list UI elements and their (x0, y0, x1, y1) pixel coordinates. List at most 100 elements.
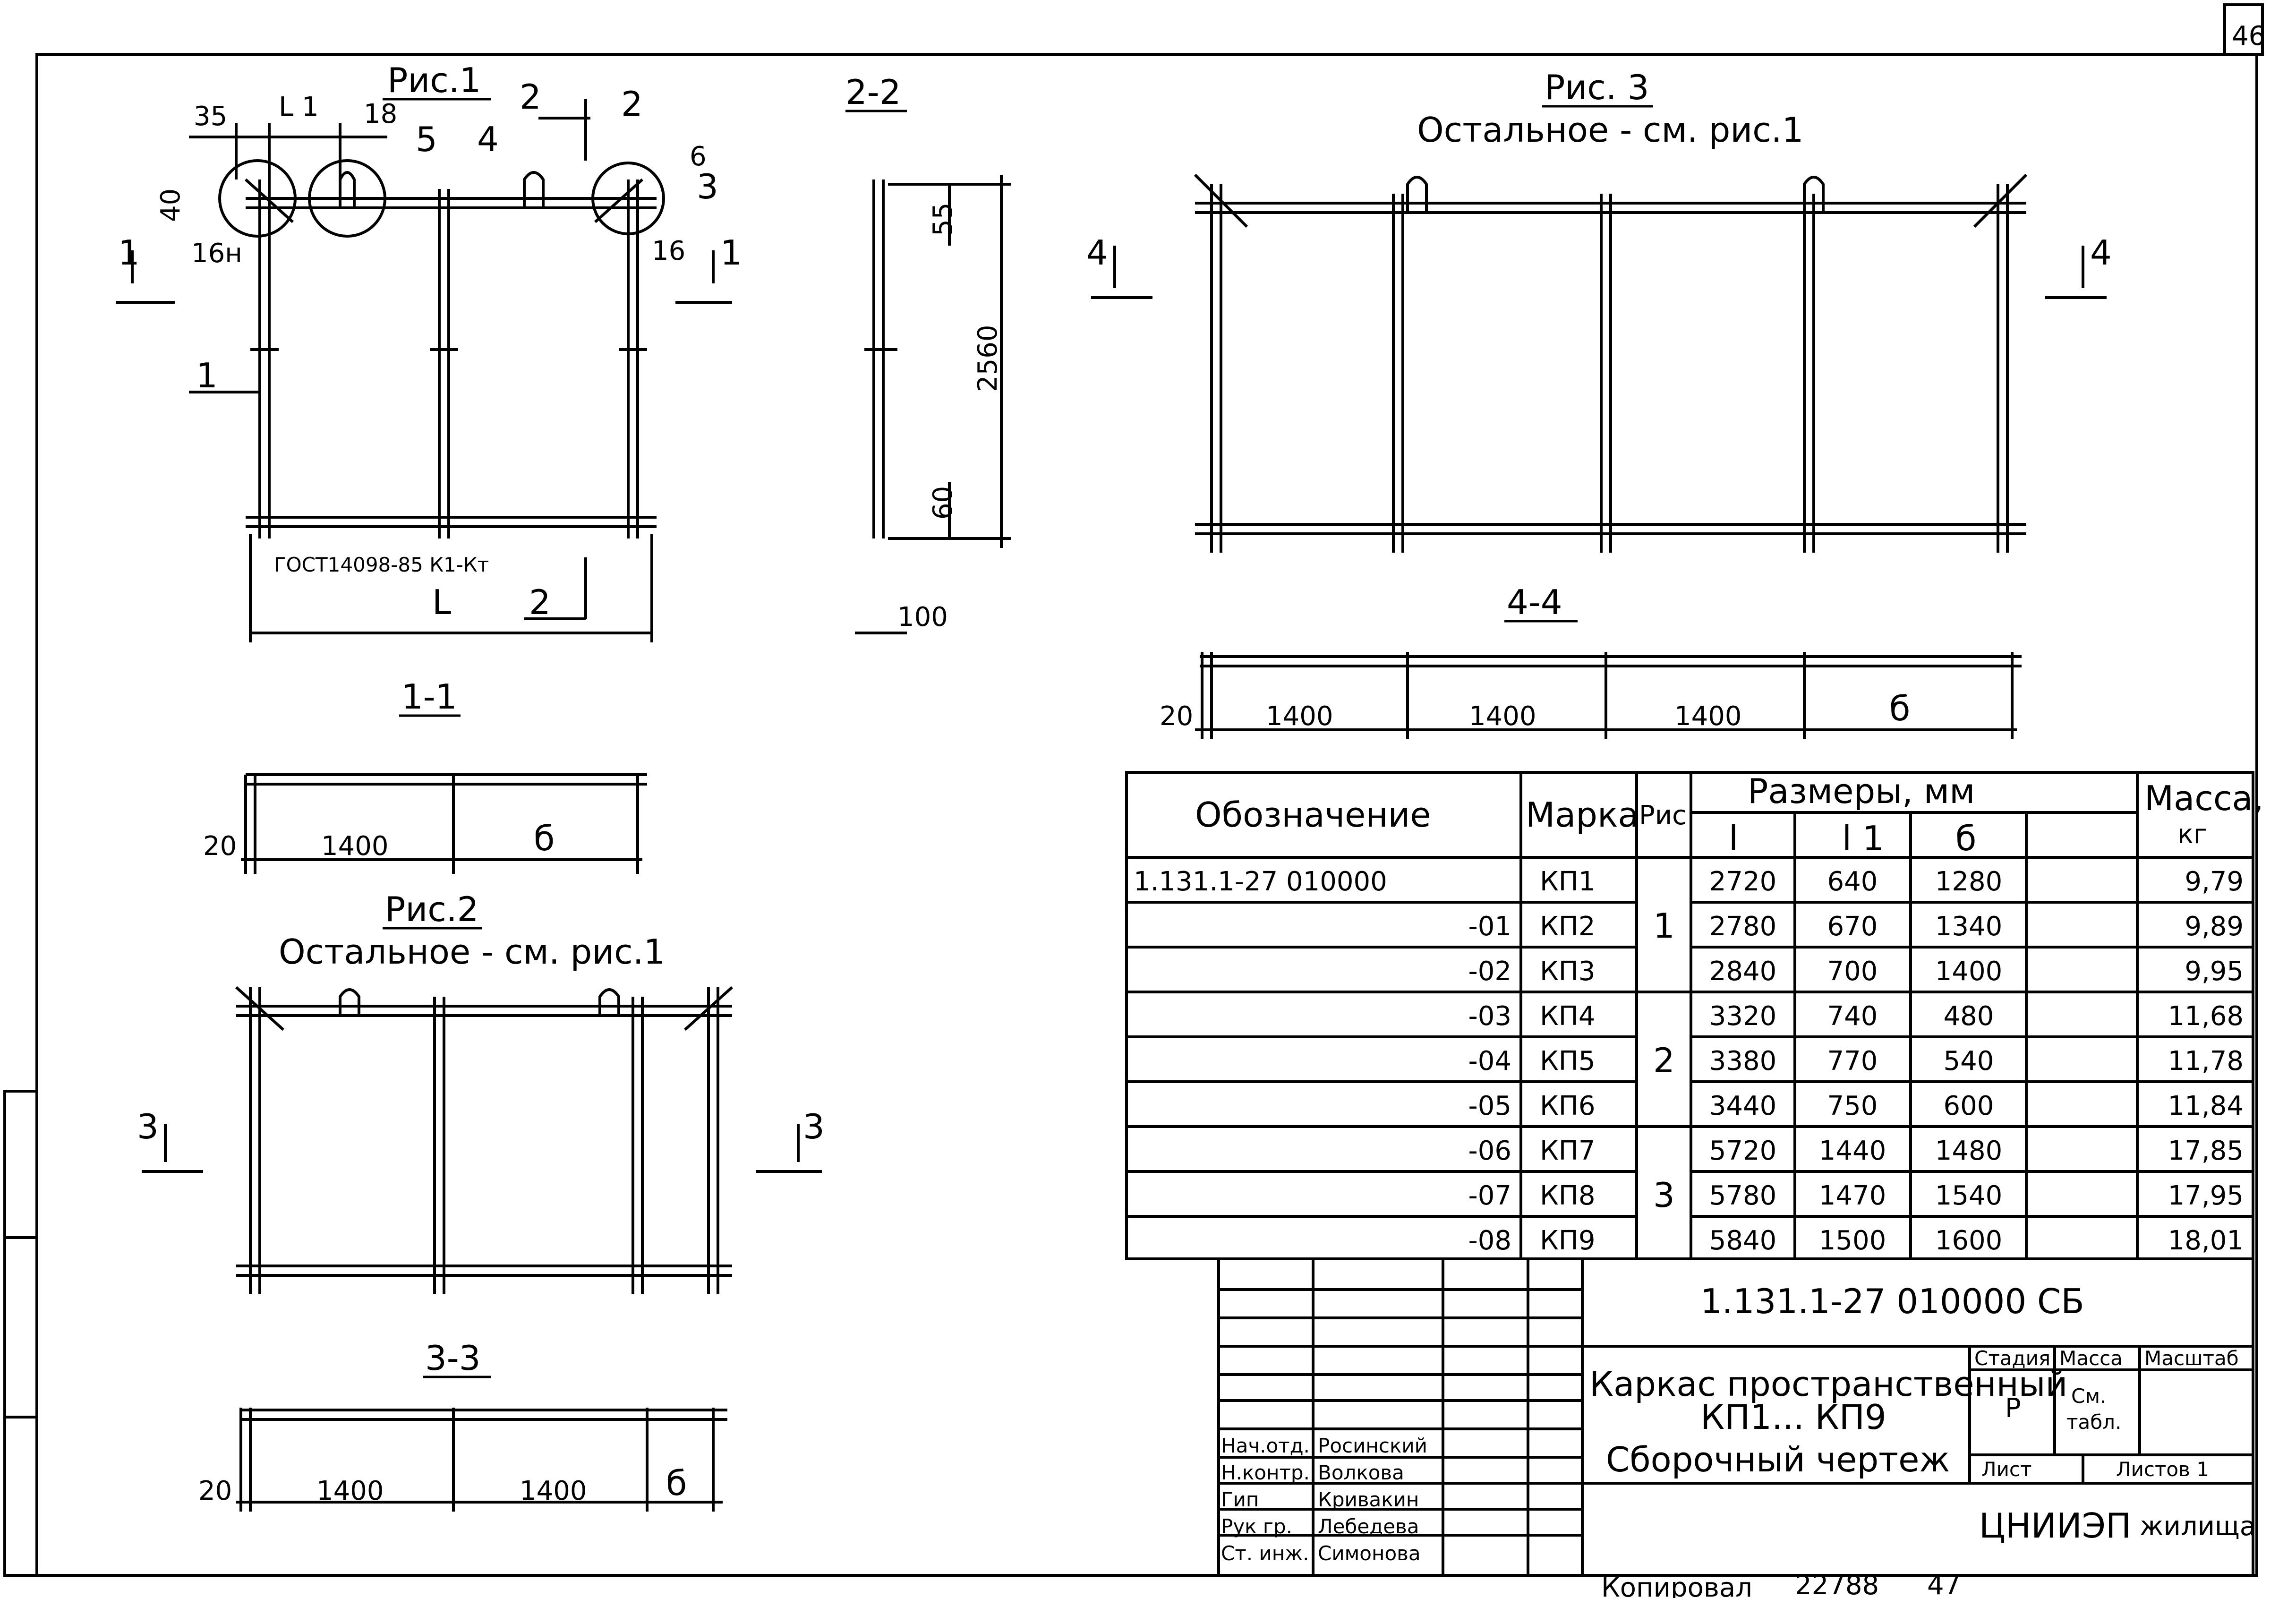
row-b: 540 (1944, 1046, 1994, 1077)
sec44-d1400a: 1400 (1266, 701, 1333, 732)
role-name: Симонова (1318, 1542, 1421, 1565)
dim-55: 55 (928, 203, 958, 236)
dim-40: 40 (155, 188, 186, 222)
row-mass: 17,85 (2168, 1136, 2244, 1166)
row-l1: 640 (1827, 866, 1878, 897)
fig-group-1: 1 (1653, 906, 1675, 946)
row-designation: -01 (1468, 911, 1511, 942)
sheet-header: Лист (1981, 1458, 2031, 1481)
dim-l1: L 1 (279, 92, 319, 122)
fig3: Рис. 3 Остальное - см. рис.1 (1086, 68, 2112, 553)
row-l: 2840 (1709, 956, 1777, 987)
section-3-3: 3-3 20 1400 1400 б (198, 1338, 727, 1512)
weld-16n: 16н (191, 238, 242, 269)
dim-18: 18 (364, 99, 397, 129)
row-designation: -02 (1468, 956, 1511, 987)
th-sizes: Размеры, мм (1748, 771, 1975, 811)
row-designation: -08 (1468, 1225, 1511, 1256)
org-name-2: жилища (2140, 1511, 2256, 1542)
weld-16: 16 (652, 236, 685, 266)
row-mark: КП9 (1540, 1225, 1596, 1256)
mass-value-1: См. (2071, 1384, 2106, 1408)
section-2-2: 2-2 55 2560 60 100 (845, 72, 1011, 634)
th-mass-unit: кг (2177, 819, 2207, 850)
sec22-title: 2-2 (845, 72, 901, 112)
role-name: Кривакин (1318, 1488, 1419, 1511)
row-l1: 1500 (1819, 1225, 1886, 1256)
mass-header: Масса (2059, 1347, 2123, 1370)
doc-code: 1.131.1-27 010000 СБ (1700, 1282, 2084, 1321)
row-mark: КП3 (1540, 956, 1596, 987)
section-3-right: 3 (803, 1107, 825, 1146)
dim-35: 35 (194, 101, 227, 132)
row-b: 480 (1944, 1001, 1994, 1032)
footer-copied: Копировал (1601, 1572, 1752, 1598)
binding-strip (3, 1090, 38, 1577)
row-mark: КП8 (1540, 1180, 1596, 1211)
row-l: 3320 (1709, 1001, 1777, 1032)
th-mark: Марка (1526, 795, 1639, 835)
mass-value-2: табл. (2066, 1410, 2121, 1434)
sheet-number-box (2223, 3, 2264, 56)
section-2-bottom: 2 (529, 582, 551, 622)
row-l1: 700 (1827, 956, 1878, 987)
pos-6: 6 (690, 141, 707, 172)
row-designation: -07 (1468, 1180, 1511, 1211)
row-mass: 9,95 (2185, 956, 2244, 987)
th-designation: Обозначение (1195, 795, 1431, 835)
sec33-d1400b: 1400 (520, 1476, 587, 1506)
dim-l: L (432, 582, 451, 622)
sheet-border (35, 53, 2258, 1577)
row-l1: 1470 (1819, 1180, 1886, 1211)
role-label: Н.контр. (1221, 1461, 1310, 1484)
row-designation: -03 (1468, 1001, 1511, 1032)
sheets-header: Листов 1 (2116, 1458, 2209, 1481)
row-mass: 11,78 (2168, 1046, 2244, 1077)
role-label: Рук гр. (1221, 1515, 1292, 1538)
row-l1: 750 (1827, 1091, 1878, 1121)
section-4-4: 4-4 20 1400 1400 1400 б (1160, 582, 2022, 739)
stage-header: Стадия (1974, 1347, 2050, 1370)
row-l: 3440 (1709, 1091, 1777, 1121)
section-3-left: 3 (137, 1107, 159, 1146)
role-name: Росинский (1318, 1434, 1427, 1457)
footer-num: 22788 (1795, 1570, 1879, 1598)
fig2: Рис.2 Остальное - см. рис.1 3 3 (137, 889, 825, 1294)
row-l: 5780 (1709, 1180, 1777, 1211)
row-mark: КП2 (1540, 911, 1596, 942)
sec33-db: б (666, 1463, 687, 1503)
row-l1: 740 (1827, 1001, 1878, 1032)
doc-name-line2: КП1... КП9 (1700, 1397, 1886, 1437)
org-name: ЦНИИЭП (1979, 1506, 2131, 1546)
th-l1: l 1 (1842, 819, 1884, 858)
sec11-title: 1-1 (401, 677, 457, 717)
role-label: Гип (1221, 1488, 1259, 1511)
th-fig: Рис. (1639, 800, 1695, 831)
stage-value: Р (2005, 1393, 2021, 1424)
pos-4: 4 (477, 120, 499, 159)
footer-page: 47 (1927, 1570, 1961, 1598)
row-mark: КП1 (1540, 866, 1596, 897)
row-mass: 17,95 (2168, 1180, 2244, 1211)
pos-1: 1 (196, 356, 218, 395)
doc-name-line1: Каркас пространственный (1589, 1364, 2067, 1404)
row-b: 1540 (1935, 1180, 2003, 1211)
row-mass: 18,01 (2168, 1225, 2244, 1256)
sec44-title: 4-4 (1507, 582, 1562, 622)
row-l1: 670 (1827, 911, 1878, 942)
row-mass: 11,68 (2168, 1001, 2244, 1032)
pos-3: 3 (697, 167, 718, 206)
row-l: 3380 (1709, 1046, 1777, 1077)
role-name: Лебедева (1318, 1515, 1419, 1538)
row-b: 1280 (1935, 866, 2003, 897)
section-1-left: 1 (118, 233, 140, 273)
title-block: 1.131.1-27 010000 СБ Каркас пространстве… (1217, 1257, 2256, 1577)
role-label: Ст. инж. (1221, 1542, 1309, 1565)
doc-name-line3: Сборочный чертеж (1606, 1440, 1950, 1479)
section-4-right: 4 (2090, 233, 2112, 273)
row-mark: КП6 (1540, 1091, 1596, 1121)
role-name: Волкова (1318, 1461, 1404, 1484)
row-b: 600 (1944, 1091, 1994, 1121)
gost-note: ГОСТ14098-85 К1-Кт (274, 553, 489, 576)
